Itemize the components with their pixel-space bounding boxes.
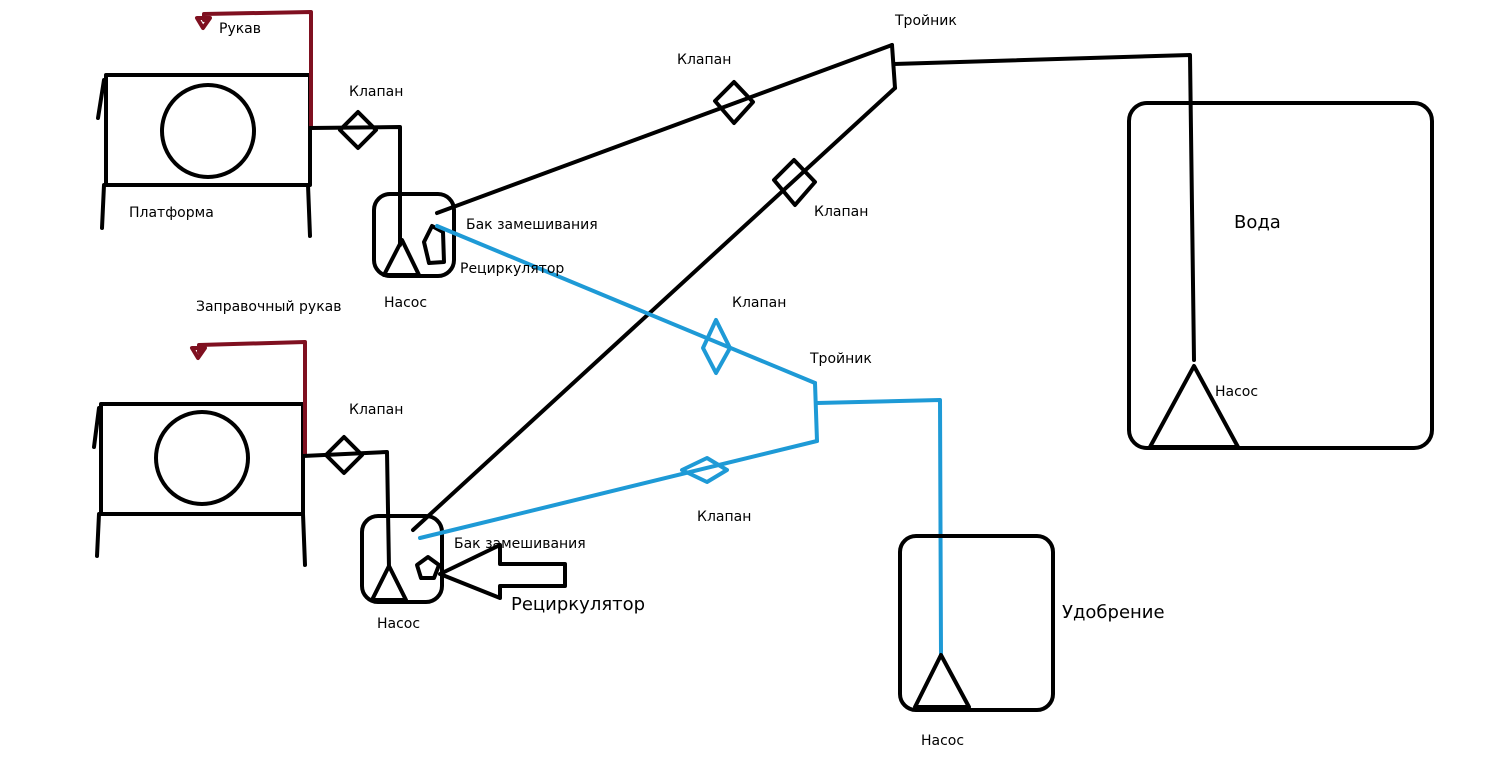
label-valve-top: Клапан <box>349 84 403 100</box>
mix-tank-bottom <box>360 514 444 604</box>
platform-top-leg-right <box>306 183 312 238</box>
valve-blue-upper-symbol <box>701 318 732 375</box>
label-tee-top: Тройник <box>894 13 957 29</box>
pipe-tee-to-water <box>892 53 1196 362</box>
label-recirculator-top: Рециркулятор <box>460 261 564 277</box>
recirculator-bottom-symbol <box>415 555 441 580</box>
label-pump-bottom: Насос <box>377 616 420 632</box>
label-fertilizer: Удобрение <box>1062 602 1165 623</box>
label-pump-top: Насос <box>384 295 427 311</box>
label-mix-tank-top: Бак замешивания <box>466 217 598 233</box>
platform-bottom-wheel <box>154 410 250 506</box>
label-platform: Платформа <box>129 205 214 221</box>
pipe-tank-bottom-to-tee <box>411 86 897 532</box>
blue-pipe-lower <box>418 439 819 540</box>
platform-bottom <box>92 402 307 567</box>
label-valve-blue-upper: Клапан <box>732 295 786 311</box>
valve-mid-a-symbol <box>713 80 755 125</box>
platform-top-leg-left-lower <box>100 183 106 230</box>
fertilizer-tank-body <box>898 534 1055 712</box>
hose-top-nozzle <box>195 16 212 30</box>
platform-bottom-leg-right <box>301 512 307 567</box>
platform-top-leg-left <box>96 78 106 120</box>
platform-bottom-body <box>99 402 305 516</box>
tee-top-symbol <box>890 43 897 90</box>
recirculator-top-symbol <box>422 224 446 265</box>
hose-bottom <box>190 340 307 457</box>
platform-bottom-leg-left <box>92 406 101 449</box>
label-valve-mid-b: Клапан <box>814 204 868 220</box>
pump-bottom-symbol <box>370 564 408 602</box>
label-valve-bottom: Клапан <box>349 402 403 418</box>
hose-bottom-nozzle <box>190 346 207 360</box>
pump-top-symbol <box>382 238 421 277</box>
pump-water-symbol <box>1148 364 1240 449</box>
pipe-tank-top-to-tee <box>435 43 894 215</box>
recirculator-pointer-arrow <box>438 543 567 600</box>
label-pump-fertilizer: Насос <box>921 733 964 749</box>
blue-pipe-upper <box>435 224 817 385</box>
tee-bottom-symbol <box>813 381 819 443</box>
water-tank <box>1127 101 1434 450</box>
label-mix-tank-bottom: Бак замешивания <box>454 536 586 552</box>
hose-bottom-line <box>197 340 307 457</box>
label-valve-mid-a: Клапан <box>677 52 731 68</box>
fertilizer-tank <box>898 534 1055 712</box>
label-pump-water: Насос <box>1215 384 1258 400</box>
valve-bottom-symbol <box>324 435 364 475</box>
mix-tank-top <box>372 192 456 278</box>
hose-top <box>195 10 313 130</box>
valve-mid-b-symbol <box>772 158 817 207</box>
label-refuel-hose: Заправочный рукав <box>196 299 341 315</box>
valve-top-symbol <box>338 110 378 150</box>
platform-top-body <box>104 73 312 187</box>
pipe-platform-bottom-to-tank <box>301 450 391 570</box>
valve-blue-lower-symbol <box>680 456 729 484</box>
blue-pipe-tee-to-fertilizer <box>815 398 943 657</box>
label-valve-blue-lower: Клапан <box>697 509 751 525</box>
water-tank-body <box>1127 101 1434 450</box>
platform-top-wheel <box>160 83 256 179</box>
label-recirculator-bottom: Рециркулятор <box>511 594 645 615</box>
label-water: Вода <box>1234 212 1281 233</box>
label-tee-bottom: Тройник <box>809 351 872 367</box>
pump-fertilizer-symbol <box>913 653 971 709</box>
platform-bottom-leg-left-lower <box>95 512 101 558</box>
label-hose-top: Рукав <box>219 21 261 37</box>
